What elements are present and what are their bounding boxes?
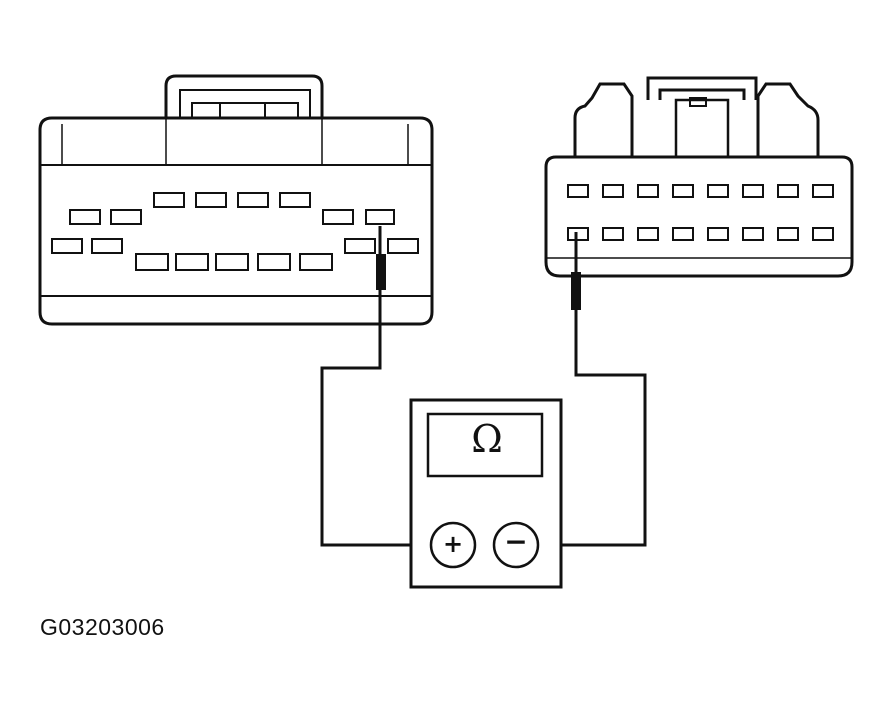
pin-cavity — [175, 253, 209, 271]
pin-cavity — [195, 192, 227, 208]
pin-cavity — [365, 209, 395, 225]
pin-cavity — [812, 227, 834, 241]
pin-cavity — [153, 192, 185, 208]
pin-cavity — [299, 253, 333, 271]
pin-cavity — [602, 184, 624, 198]
pin-cavity — [777, 227, 799, 241]
pin-cavity — [51, 238, 83, 254]
pin-cavity — [602, 227, 624, 241]
pin-cavity — [215, 253, 249, 271]
pin-cavity — [91, 238, 123, 254]
pin-cavity — [742, 184, 764, 198]
positive-terminal — [429, 521, 477, 569]
pin-cavity — [110, 209, 142, 225]
pin-cavity — [279, 192, 311, 208]
left-connector — [38, 74, 434, 326]
pin-cavity — [387, 238, 419, 254]
left-connector-body — [38, 116, 434, 326]
pin-cavity — [69, 209, 101, 225]
negative-terminal-label: − — [504, 525, 528, 558]
test-leads — [320, 226, 647, 547]
right-connector-top — [573, 82, 820, 157]
pin-cavity — [707, 227, 729, 241]
ohm-symbol: Ω — [471, 417, 503, 461]
pin-cavity — [567, 227, 589, 241]
pin-cavity — [707, 184, 729, 198]
negative-terminal — [492, 521, 540, 569]
right-connector-latch — [646, 76, 758, 100]
positive-probe — [376, 254, 386, 290]
pin-cavity — [742, 227, 764, 241]
pin-cavity — [672, 184, 694, 198]
positive-test-lead — [320, 226, 437, 547]
right-connector — [544, 76, 854, 278]
figure-id: G03203006 — [40, 614, 165, 640]
pin-cavity — [777, 184, 799, 198]
ohmmeter — [409, 398, 563, 589]
pin-cavity — [135, 253, 169, 271]
left-connector-pins — [51, 192, 419, 271]
ohmmeter-display — [426, 412, 544, 478]
pin-cavity — [257, 253, 291, 271]
negative-probe — [571, 272, 581, 310]
pin-cavity — [344, 238, 376, 254]
pin-cavity — [812, 184, 834, 198]
pin-cavity — [637, 184, 659, 198]
pin-cavity — [567, 184, 589, 198]
pin-cavity — [672, 227, 694, 241]
right-connector-pins — [567, 184, 834, 241]
pin-cavity — [322, 209, 354, 225]
positive-terminal-label: + — [442, 530, 464, 558]
pin-cavity — [637, 227, 659, 241]
left-connector-latch — [164, 74, 324, 118]
pin-cavity — [237, 192, 269, 208]
negative-test-lead — [539, 232, 647, 547]
